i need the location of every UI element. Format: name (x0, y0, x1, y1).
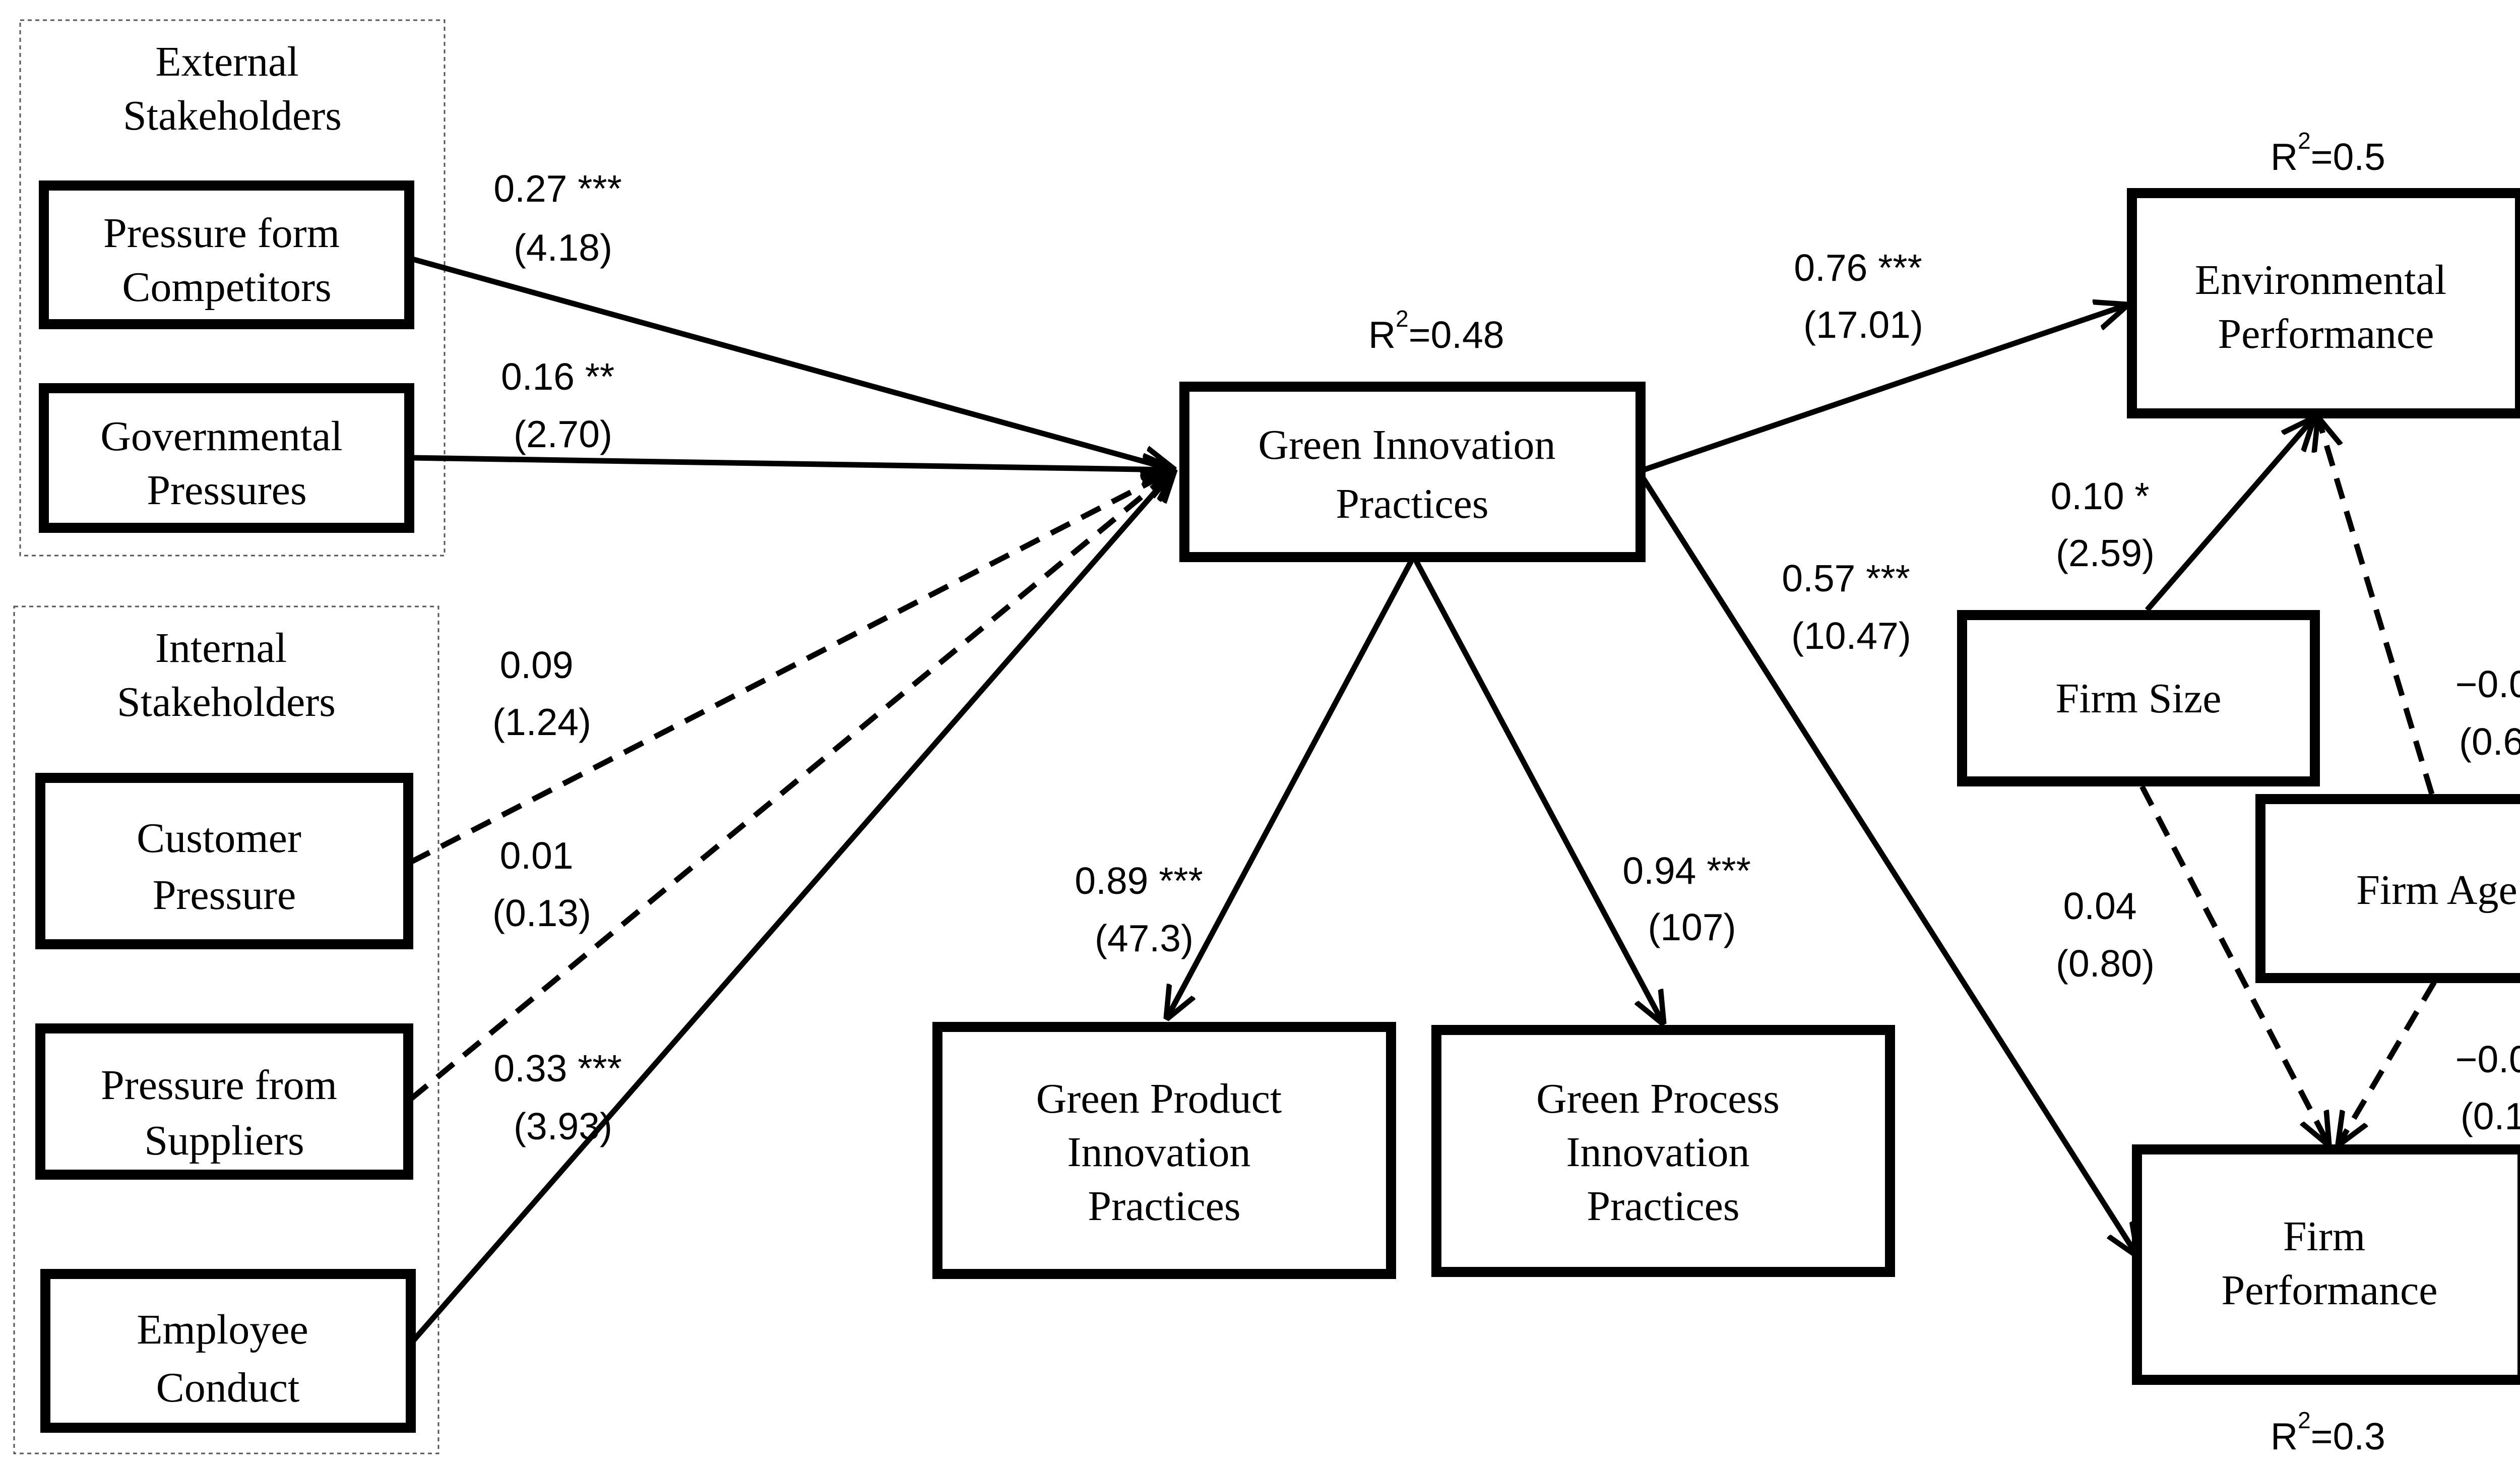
node-firm-age-label: Firm Age (2356, 867, 2517, 914)
node-governmental-pressures: Governmental Pressures (39, 383, 414, 533)
internal-stakeholders-title: Internal Stakeholders (117, 625, 336, 725)
coef-gip-env: 0.76 *** (17.01) (1794, 247, 1932, 346)
node-green-product-innovation-practices: Green Product Innovation Practices (932, 1022, 1396, 1279)
coef-government-gip: 0.16 ** (2.70) (501, 355, 625, 455)
node-pressure-from-suppliers: Pressure from Suppliers (35, 1023, 413, 1180)
r2-label-firm-perf: R2=0.3 (2271, 1407, 2385, 1457)
coef-firm-age-firm-perf: −0.01 (0.11) (2455, 1038, 2520, 1137)
coef-customer-gip: 0.09 (1.24) (492, 644, 591, 743)
path-edges (408, 256, 2437, 1346)
edge-customer-to-gip (409, 470, 1174, 865)
path-coefficients: 0.27 *** (4.18) 0.16 ** (2.70) 0.09 (1.2… (492, 167, 2520, 1147)
edge-employee-to-gip (408, 470, 1174, 1346)
edge-firm-age-to-env (2318, 418, 2435, 795)
edge-gip-to-product (1167, 560, 1414, 1018)
node-customer-label: Customer Pressure (137, 815, 312, 919)
node-gip-label: Green Innovation Practices (1258, 421, 1566, 527)
node-environmental-performance: Environmental Performance (2127, 188, 2520, 418)
node-firm-size: Firm Size (1957, 610, 2320, 786)
node-government-label: Governmental Pressures (100, 413, 353, 514)
node-green-process-innovation-practices: Green Process Innovation Practices (1431, 1025, 1895, 1277)
coef-suppliers-gip: 0.01 (0.13) (492, 834, 591, 934)
node-green-innovation-practices: Green Innovation Practices (1179, 382, 1646, 562)
node-process-label: Green Process Innovation Practices (1536, 1075, 1790, 1230)
node-employee-conduct: Employee Conduct (40, 1269, 416, 1433)
edge-firm-size-to-env (2145, 418, 2313, 612)
node-firm-age: Firm Age (2255, 794, 2520, 983)
node-suppliers-label: Pressure from Suppliers (101, 1062, 348, 1164)
coef-competitors-gip: 0.27 *** (4.18) (493, 167, 632, 269)
edge-gip-to-env (1641, 305, 2127, 473)
coef-gip-product: 0.89 *** (47.3) (1075, 860, 1213, 959)
coef-firm-size-firm-perf: 0.04 (0.80) (2056, 885, 2155, 985)
coef-gip-process: 0.94 *** (107) (1622, 849, 1761, 948)
r2-label-env: R2=0.5 (2271, 128, 2385, 178)
edge-competitors-to-gip (410, 256, 1174, 470)
node-firm-size-label: Firm Size (2056, 675, 2222, 722)
node-firm-perf-label: Firm Performance (2221, 1213, 2437, 1314)
node-env-label: Environmental Performance (2195, 257, 2457, 357)
coef-employee-gip: 0.33 *** (3.93) (493, 1047, 632, 1147)
node-competitors-label: Pressure form Competitors (103, 210, 350, 311)
coef-firm-age-env: −0.03 (0.69) (2455, 663, 2520, 763)
edge-gip-to-firm-perf (1640, 475, 2137, 1255)
r2-label-gip: R2=0.48 (1368, 306, 1504, 356)
node-customer-pressure: Customer Pressure (35, 773, 413, 949)
edge-firm-age-to-firm-perf (2339, 981, 2437, 1144)
node-firm-performance: Firm Performance (2132, 1144, 2520, 1385)
coef-gip-firm-perf: 0.57 *** (10.47) (1782, 557, 1920, 657)
external-stakeholders-group (19, 19, 446, 557)
internal-stakeholders-group (13, 605, 439, 1454)
node-pressure-from-competitors: Pressure form Competitors (39, 180, 414, 329)
external-stakeholders-title: External Stakeholders (123, 38, 342, 139)
edge-gip-to-process (1414, 560, 1663, 1023)
coef-firm-size-env: 0.10 * (2.59) (2051, 475, 2160, 574)
edge-government-to-gip (410, 458, 1174, 470)
edge-suppliers-to-gip (409, 470, 1174, 1102)
node-product-label: Green Product Innovation Practices (1036, 1075, 1293, 1230)
node-employee-label: Employee Conduct (137, 1306, 319, 1411)
